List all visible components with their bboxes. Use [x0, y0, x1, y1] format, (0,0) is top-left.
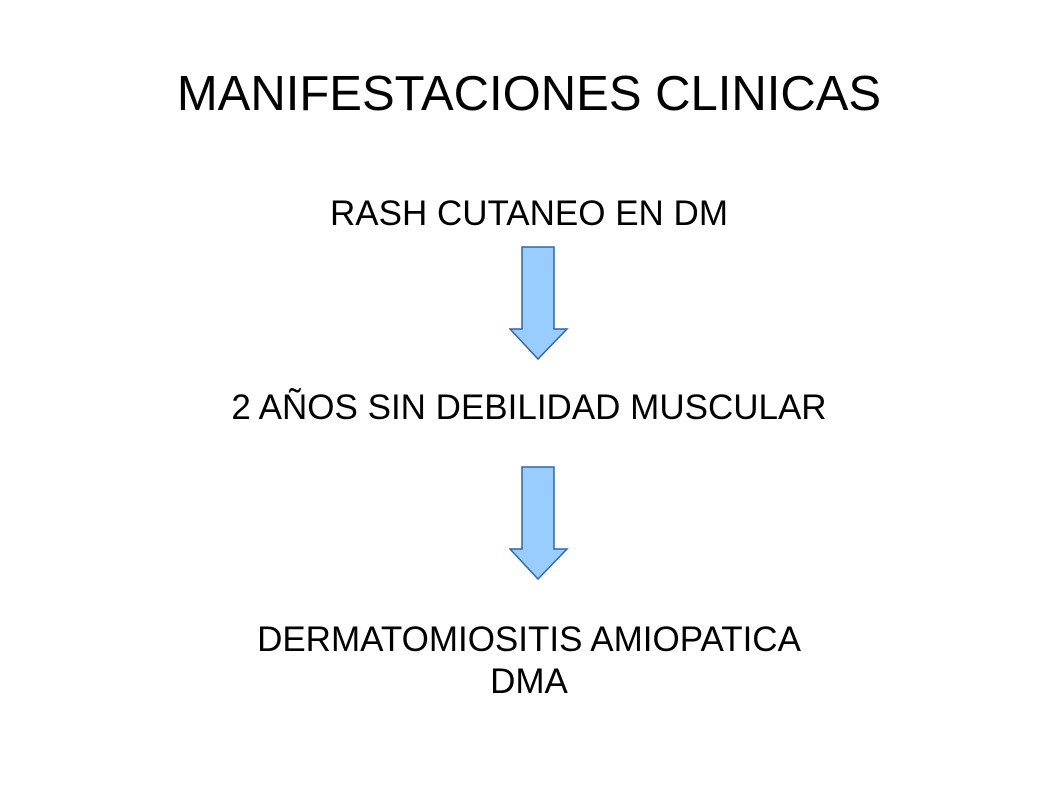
- step-dermatomiositis-line2: DMA: [490, 662, 568, 701]
- step-dermatomiositis: DERMATOMIOSITIS AMIOPATICA DMA: [0, 619, 1058, 703]
- step-dermatomiositis-line1: DERMATOMIOSITIS AMIOPATICA: [257, 620, 801, 659]
- down-arrow-icon: [509, 466, 569, 581]
- step-sin-debilidad: 2 AÑOS SIN DEBILIDAD MUSCULAR: [231, 388, 827, 427]
- step-rash-cutaneo: RASH CUTANEO EN DM: [330, 194, 728, 233]
- slide-title: MANIFESTACIONES CLINICAS: [176, 67, 882, 121]
- down-arrow-icon: [509, 246, 569, 361]
